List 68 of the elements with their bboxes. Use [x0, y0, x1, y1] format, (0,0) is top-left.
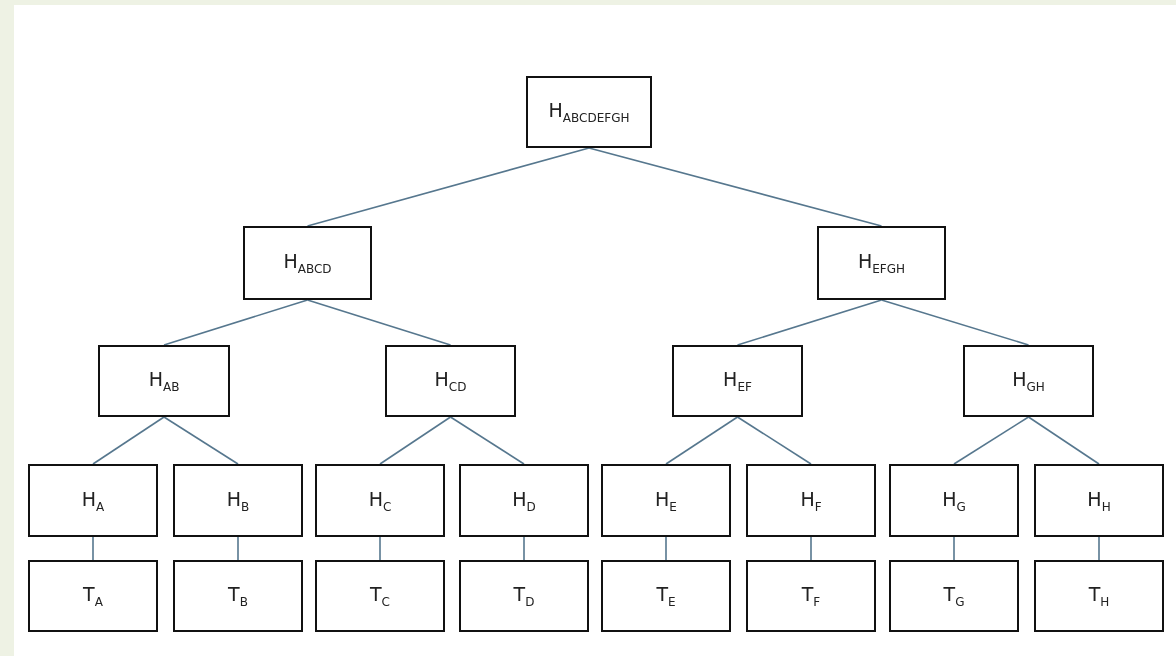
node-label: T$_{B}$ [228, 583, 248, 609]
node-label: H$_{EFGH}$ [857, 250, 906, 276]
connector-line [92, 416, 165, 465]
hash-box [601, 464, 731, 537]
node-label: T$_{A}$ [83, 583, 103, 609]
hash-box [173, 560, 303, 632]
connector-line [523, 536, 525, 561]
hash-box [601, 560, 731, 632]
connector-line [92, 536, 94, 561]
connector-line [379, 416, 452, 465]
hash-box [672, 345, 803, 417]
node-label: H$_{H}$ [1087, 487, 1111, 514]
node-label: H$_{ABCDEFGH}$ [548, 99, 630, 125]
node-label: H$_{C}$ [368, 487, 392, 514]
hash-box [459, 464, 589, 537]
hash-box [963, 345, 1094, 417]
connector-line [1098, 536, 1100, 561]
hash-box [746, 560, 876, 632]
node-label: H$_{E}$ [655, 487, 677, 514]
hash-box [315, 464, 445, 537]
connector-line [665, 536, 667, 561]
node-label: T$_{C}$ [370, 583, 390, 609]
hash-box [98, 345, 230, 417]
connector-line [163, 416, 239, 465]
node-label: H$_{G}$ [942, 487, 966, 514]
connector-line [449, 416, 525, 465]
node-label: T$_{H}$ [1088, 583, 1110, 609]
hash-box [817, 226, 946, 300]
connector-line [306, 299, 452, 346]
node-label: H$_{F}$ [800, 487, 822, 514]
connector-line [665, 416, 739, 465]
hash-box [243, 226, 372, 300]
connector-line [953, 536, 955, 561]
node-label: H$_{D}$ [512, 487, 536, 514]
node-label: H$_{AB}$ [148, 368, 180, 394]
hash-box [1034, 560, 1164, 632]
connector-line [953, 416, 1030, 465]
hash-box [889, 464, 1019, 537]
hash-box [28, 464, 158, 537]
connector-line [379, 536, 381, 561]
node-label: T$_{F}$ [801, 583, 821, 609]
connector-line [1027, 416, 1100, 465]
connector-line [810, 536, 812, 561]
node-label: H$_{ABCD}$ [283, 250, 332, 276]
node-label: T$_{E}$ [656, 583, 676, 609]
connector-line [736, 416, 812, 465]
hash-box [28, 560, 158, 632]
connector-line [163, 299, 309, 346]
hash-box [1034, 464, 1164, 537]
node-label: H$_{B}$ [226, 487, 250, 514]
node-label: T$_{G}$ [943, 583, 965, 609]
hash-box [173, 464, 303, 537]
connector-line [306, 147, 590, 227]
hash-box [315, 560, 445, 632]
connector-line [237, 536, 239, 561]
hash-box [746, 464, 876, 537]
hash-box [526, 76, 652, 148]
node-label: H$_{CD}$ [434, 368, 467, 394]
node-label: H$_{EF}$ [723, 368, 752, 394]
connector-line [880, 299, 1030, 346]
node-label: H$_{A}$ [81, 487, 105, 514]
connector-line [736, 299, 883, 346]
hash-box [385, 345, 516, 417]
hash-box [459, 560, 589, 632]
hash-box [889, 560, 1019, 632]
connector-line [588, 147, 883, 227]
node-label: H$_{GH}$ [1012, 368, 1045, 394]
node-label: T$_{D}$ [513, 583, 535, 609]
